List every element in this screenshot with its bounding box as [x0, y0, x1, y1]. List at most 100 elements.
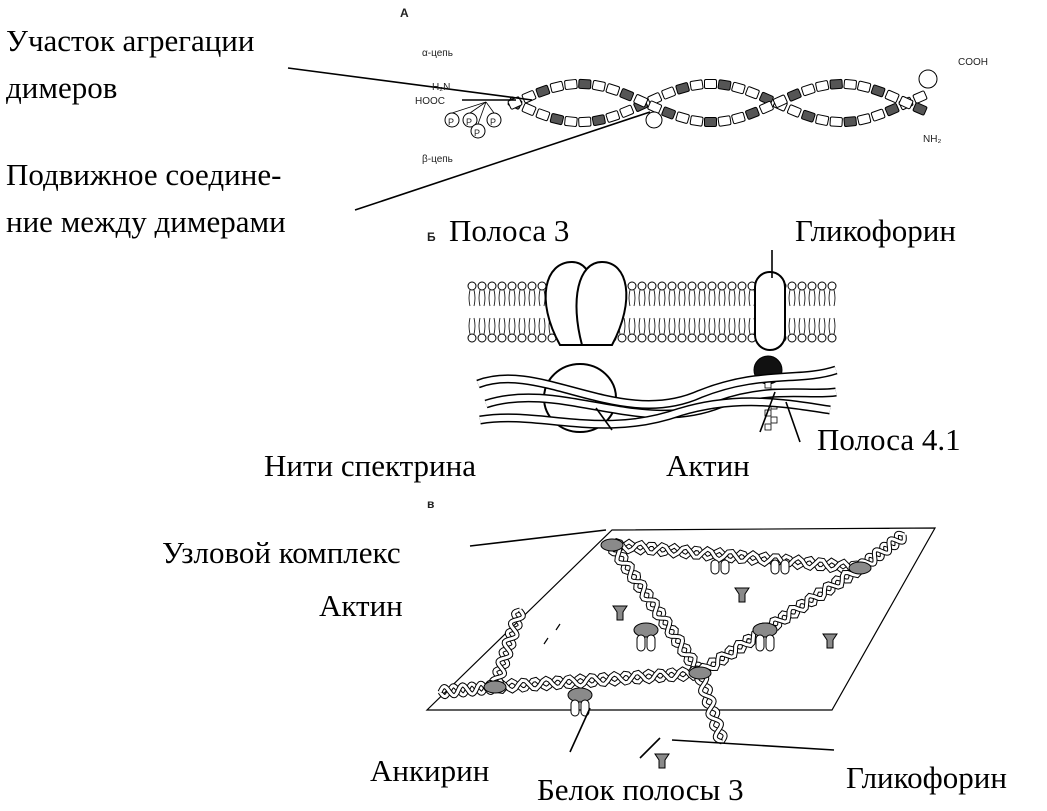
- lipid-head-outer: [468, 282, 476, 290]
- glycophorin-c-shape: [655, 754, 669, 768]
- alpha-chain-segment: [704, 79, 716, 88]
- lipid-head-inner: [538, 334, 546, 342]
- panel-c-letter: в: [427, 497, 434, 511]
- leader-line: [288, 68, 532, 100]
- phosphate-label-1: P: [448, 117, 454, 127]
- phosphate-label-2: P: [466, 117, 472, 127]
- lipid-tail: [729, 318, 735, 334]
- lipid-head-outer: [788, 282, 796, 290]
- lipid-head-outer: [678, 282, 686, 290]
- alpha-chain-segment: [592, 115, 606, 126]
- lipid-tail: [659, 318, 665, 334]
- actin-leader-dashes: [544, 624, 560, 644]
- lipid-tail: [529, 318, 535, 334]
- cooh-label: COOH: [958, 57, 988, 68]
- spectrin-tetramer-fill: [700, 568, 860, 673]
- nh2-label: NH₂: [923, 134, 941, 145]
- lipid-head-outer: [508, 282, 516, 290]
- lipid-tail: [829, 318, 835, 334]
- lipid-head-inner: [708, 334, 716, 342]
- beta-chain-segment: [564, 79, 577, 89]
- lipid-tail: [649, 318, 655, 334]
- lipid-head-inner: [628, 334, 636, 342]
- lipid-tail: [509, 290, 515, 306]
- lipid-tail: [519, 290, 525, 306]
- alpha-chain-segment: [606, 110, 620, 122]
- lipid-head-inner: [638, 334, 646, 342]
- lipid-tail: [499, 290, 505, 306]
- junctional-complex-label: Узловой комплекс: [162, 536, 401, 571]
- aggregation-site-label-1: Участок агрегации: [6, 24, 254, 59]
- lipid-tail: [639, 290, 645, 306]
- lipid-head-outer: [698, 282, 706, 290]
- lipid-tail: [719, 290, 725, 306]
- lipid-head-outer: [828, 282, 836, 290]
- beta-chain-segment: [885, 90, 900, 103]
- alpha-chain-segment: [787, 105, 802, 118]
- lipid-tail: [689, 318, 695, 334]
- lipid-tail: [469, 318, 475, 334]
- lipid-head-outer: [478, 282, 486, 290]
- lipid-tail: [489, 318, 495, 334]
- alpha-chain-segment: [731, 82, 745, 94]
- beta-chain-segment: [731, 112, 745, 124]
- alpha-chain-segment: [885, 103, 900, 116]
- lipid-tail: [479, 290, 485, 306]
- lipid-tail: [669, 290, 675, 306]
- glycophorin-label-b: Гликофорин: [795, 214, 956, 249]
- beta-chain-segment: [704, 117, 716, 126]
- beta-chain-segment: [801, 84, 815, 96]
- lipid-tail: [819, 318, 825, 334]
- spectrin-network: [427, 528, 935, 768]
- lipid-head-inner: [738, 334, 746, 342]
- h2n-label: H₂N: [432, 82, 450, 93]
- lipid-head-inner: [828, 334, 836, 342]
- lipid-tail: [509, 318, 515, 334]
- lipid-head-inner: [468, 334, 476, 342]
- alpha-chain-segment: [913, 91, 928, 104]
- junctional-complex-node: [484, 681, 506, 693]
- lipid-head-outer: [728, 282, 736, 290]
- lipid-head-inner: [688, 334, 696, 342]
- lipid-tail: [809, 290, 815, 306]
- alpha-chain-segment: [718, 80, 731, 91]
- lipid-tail: [739, 290, 745, 306]
- beta-chain-segment: [690, 116, 703, 127]
- lipid-tail: [539, 318, 545, 334]
- lipid-head-outer: [488, 282, 496, 290]
- beta-chain-segment: [522, 90, 537, 103]
- band3-c-subunit: [766, 635, 774, 651]
- spectrin-tetramer-fill: [700, 673, 722, 742]
- lipid-tail: [539, 290, 545, 306]
- lipid-tail: [709, 318, 715, 334]
- spectrin-filaments-label: Нити спектрина: [264, 449, 476, 484]
- band3-c-subunit: [771, 560, 779, 574]
- alpha-chain-segment: [579, 117, 591, 127]
- glycophorin-c-shape: [613, 606, 627, 620]
- junctional-complex-node: [849, 562, 871, 574]
- alpha-chain-segment: [815, 114, 829, 125]
- phosphate-label-4: P: [474, 128, 480, 138]
- lipid-head-inner: [718, 334, 726, 342]
- lipid-head-outer: [528, 282, 536, 290]
- beta-chain-segment: [536, 85, 550, 98]
- band3-protein-label: Белок полосы 3: [537, 773, 744, 808]
- lipid-head-inner: [668, 334, 676, 342]
- alpha-chain-segment: [564, 116, 577, 126]
- lipid-tail: [709, 290, 715, 306]
- beta-chain-segment: [550, 81, 564, 93]
- beta-chain-segment: [913, 102, 928, 115]
- actin-bead: [765, 424, 771, 430]
- spectrin-helix: [445, 70, 937, 138]
- beta-chain-segment: [592, 80, 606, 91]
- hooc-label: HOOC: [415, 96, 445, 107]
- alpha-chain-segment: [745, 86, 759, 99]
- glycophorin-c-shape: [823, 634, 837, 648]
- actin-bead: [771, 417, 777, 423]
- band3-c-subunit: [647, 635, 655, 651]
- alpha-chain-segment: [871, 109, 885, 121]
- ankyrin-c-shape: [634, 623, 658, 637]
- lipid-tail: [529, 290, 535, 306]
- glycophorin-c-shape: [735, 588, 749, 602]
